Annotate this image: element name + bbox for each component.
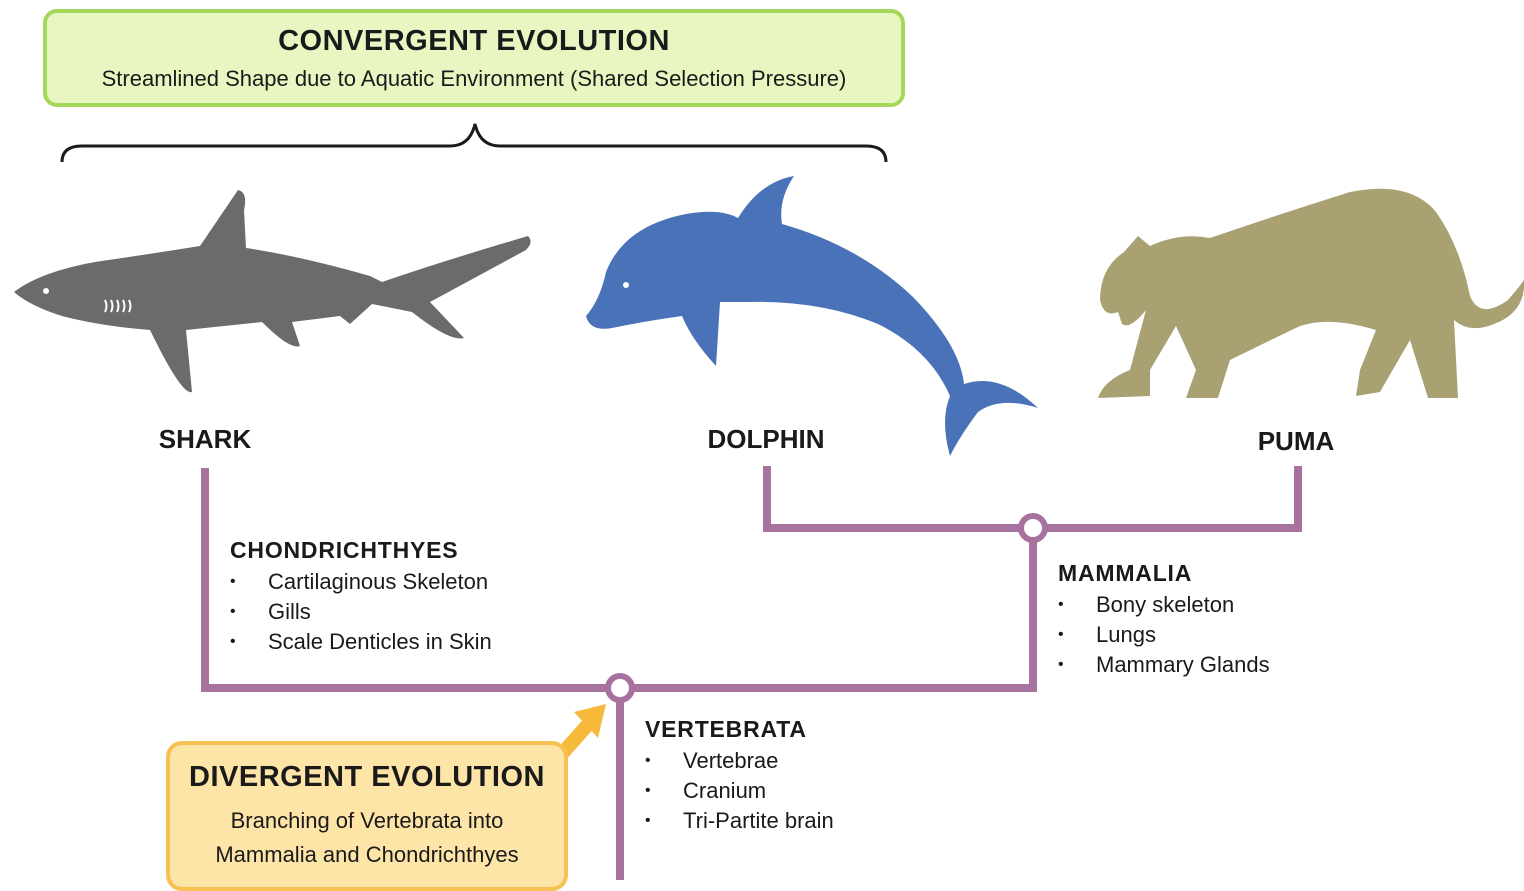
vertebrata-title: VERTEBRATA [645, 716, 834, 743]
divergent-title: DIVERGENT EVOLUTION [170, 761, 564, 794]
chondrichthyes-traits: Cartilaginous Skeleton Gills Scale Denti… [230, 567, 492, 657]
vertebrata-node [608, 676, 632, 700]
list-item: Lungs [1058, 620, 1270, 650]
divergent-evolution-box: DIVERGENT EVOLUTION Branching of Vertebr… [166, 741, 568, 891]
convergent-subtitle: Streamlined Shape due to Aquatic Environ… [47, 66, 901, 92]
convergent-evolution-box: CONVERGENT EVOLUTION Streamlined Shape d… [43, 9, 905, 107]
shark-eye [43, 288, 49, 294]
vertebrata-group: VERTEBRATA Vertebrae Cranium Tri-Partite… [645, 716, 834, 836]
list-item: Bony skeleton [1058, 590, 1270, 620]
dolphin-eye [623, 282, 629, 288]
list-item: Gills [230, 597, 492, 627]
list-item: Mammary Glands [1058, 650, 1270, 680]
vertebrata-traits: Vertebrae Cranium Tri-Partite brain [645, 746, 834, 836]
convergent-brace [62, 124, 886, 162]
dolphin-silhouette-icon [586, 176, 1038, 456]
chondrichthyes-group: CHONDRICHTHYES Cartilaginous Skeleton Gi… [230, 537, 492, 657]
list-item: Vertebrae [645, 746, 834, 776]
list-item: Tri-Partite brain [645, 806, 834, 836]
puma-label: PUMA [1258, 426, 1335, 457]
shark-label: SHARK [159, 424, 251, 455]
arrow-icon [560, 704, 606, 756]
mammalia-group: MAMMALIA Bony skeleton Lungs Mammary Gla… [1058, 560, 1270, 680]
convergent-title: CONVERGENT EVOLUTION [47, 25, 901, 58]
divergent-line-2: Mammalia and Chondrichthyes [170, 838, 564, 872]
mammalia-title: MAMMALIA [1058, 560, 1270, 587]
divergent-line-1: Branching of Vertebrata into [170, 804, 564, 838]
mammal-branch [620, 528, 1033, 688]
mammalia-node [1021, 516, 1045, 540]
chondrichthyes-title: CHONDRICHTHYES [230, 537, 492, 564]
mammalia-traits: Bony skeleton Lungs Mammary Glands [1058, 590, 1270, 680]
divergent-subtitle: Branching of Vertebrata into Mammalia an… [170, 804, 564, 872]
dolphin-label: DOLPHIN [708, 424, 825, 455]
puma-silhouette-icon [1098, 189, 1524, 398]
list-item: Cranium [645, 776, 834, 806]
list-item: Scale Denticles in Skin [230, 627, 492, 657]
list-item: Cartilaginous Skeleton [230, 567, 492, 597]
shark-silhouette-icon [14, 190, 531, 392]
